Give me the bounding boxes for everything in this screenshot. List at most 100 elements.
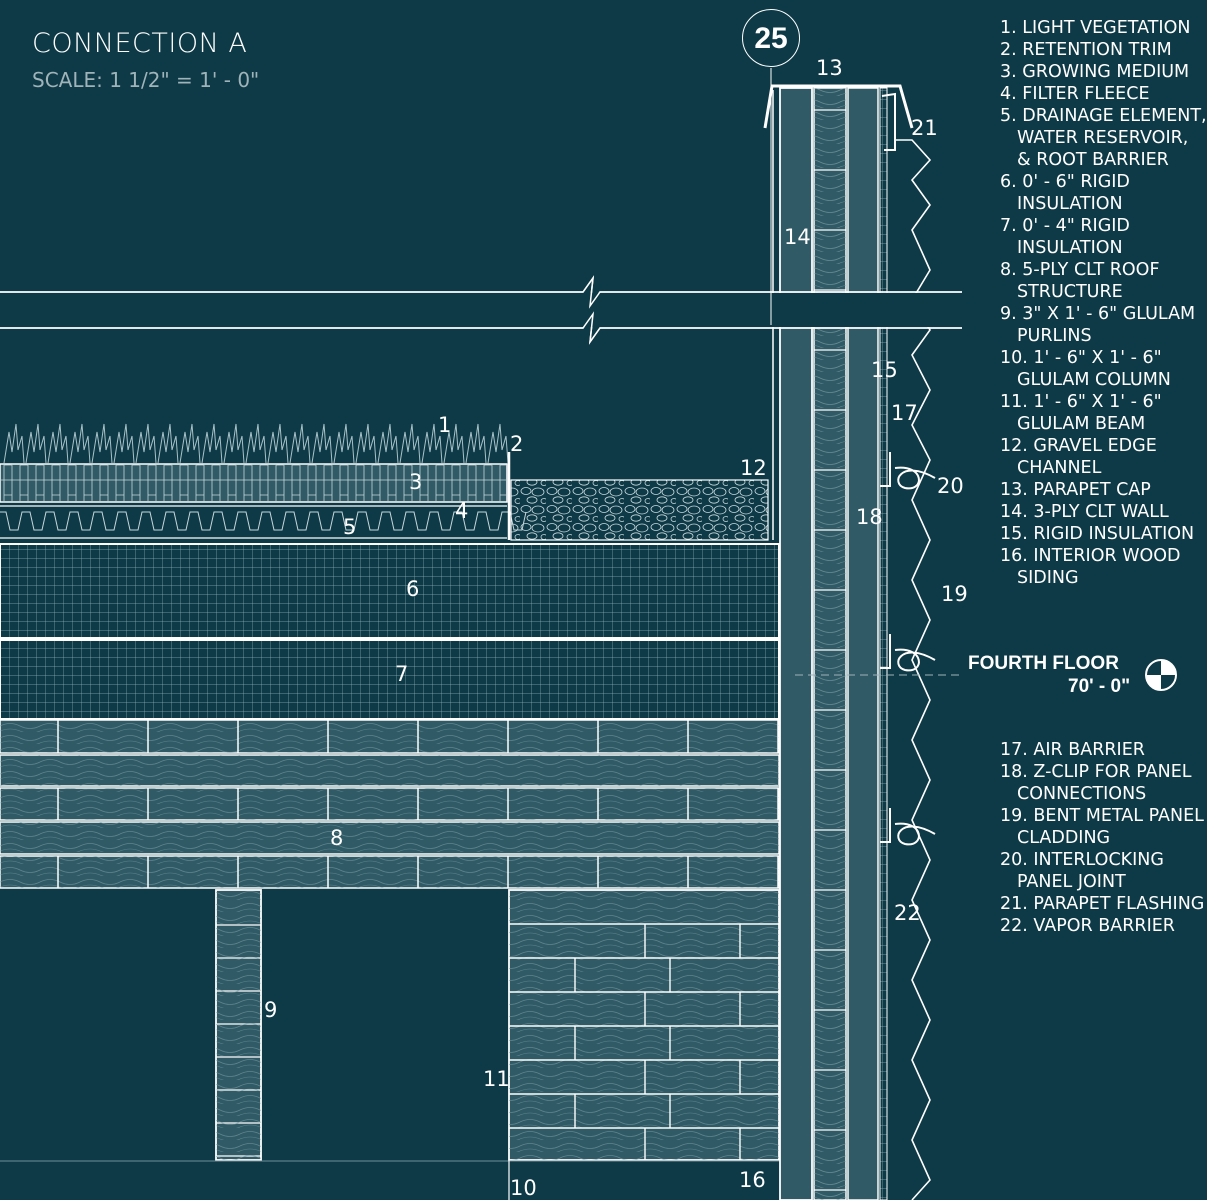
z-clip bbox=[880, 808, 891, 843]
legend-item: 3. GROWING MEDIUM bbox=[1000, 62, 1190, 82]
grass-blade bbox=[377, 423, 399, 464]
grass-blade bbox=[223, 423, 245, 464]
clt-roof-ply-grain bbox=[0, 856, 779, 888]
callout-16: 16 bbox=[739, 1168, 766, 1192]
legend-item: & ROOT BARRIER bbox=[1017, 150, 1169, 170]
legend-item: 1. LIGHT VEGETATION bbox=[1000, 18, 1191, 38]
parapet-cap bbox=[763, 84, 914, 129]
callout-12: 12 bbox=[740, 456, 767, 480]
legend-item: 12. GRAVEL EDGE bbox=[1000, 436, 1157, 456]
legend-item: WATER RESERVOIR, bbox=[1017, 128, 1189, 148]
purlin-grain bbox=[216, 890, 261, 1160]
legend-item: 8. 5-PLY CLT ROOF bbox=[1000, 260, 1160, 280]
legend-item: GLULAM BEAM bbox=[1017, 414, 1146, 434]
glulam-beam-grain bbox=[509, 890, 779, 1160]
grass-blade bbox=[465, 423, 487, 464]
grass-blade bbox=[443, 423, 465, 464]
grass-blade bbox=[421, 423, 443, 464]
legend-item: SIDING bbox=[1017, 568, 1079, 588]
clt-wall-grain bbox=[814, 88, 846, 1200]
callout-5: 5 bbox=[343, 515, 357, 539]
grass-blade bbox=[201, 423, 223, 464]
bent-metal-panel-cladding bbox=[895, 139, 932, 1200]
clt-roof-ply-grain bbox=[0, 755, 779, 786]
callout-18: 18 bbox=[856, 505, 883, 529]
clt-roof-ply-grain bbox=[0, 788, 779, 820]
level-name: FOURTH FLOOR bbox=[968, 653, 1119, 674]
legend-item: 10. 1' - 6" X 1' - 6" bbox=[1000, 348, 1162, 368]
legend-item: 15. RIGID INSULATION bbox=[1000, 524, 1195, 544]
grass-blade bbox=[47, 423, 69, 464]
grass-blade bbox=[399, 423, 421, 464]
legend-item: 13. PARAPET CAP bbox=[1000, 480, 1151, 500]
drainage-element bbox=[0, 511, 527, 531]
callout-1: 1 bbox=[438, 413, 452, 437]
legend-item: INSULATION bbox=[1017, 194, 1123, 214]
legend-item: 20. INTERLOCKING bbox=[1000, 850, 1164, 870]
callout-11: 11 bbox=[483, 1067, 510, 1091]
level-marker-quadrant bbox=[1146, 675, 1161, 690]
air-barrier bbox=[879, 87, 888, 1200]
z-clip bbox=[880, 634, 891, 669]
legend-item: 11. 1' - 6" X 1' - 6" bbox=[1000, 392, 1162, 412]
level-elevation: 70' - 0" bbox=[1068, 676, 1131, 697]
detail-bubble: 25 bbox=[742, 9, 800, 67]
parapet-flashing bbox=[881, 92, 896, 151]
grass-blade bbox=[333, 423, 355, 464]
interlocking-panel-joint bbox=[894, 648, 936, 672]
grass-blade bbox=[157, 423, 179, 464]
callout-4: 4 bbox=[455, 499, 469, 523]
legend-item: 9. 3" X 1' - 6" GLULAM bbox=[1000, 304, 1196, 324]
light-vegetation bbox=[3, 423, 509, 464]
callout-10: 10 bbox=[510, 1176, 537, 1200]
legend-item: 6. 0' - 6" RIGID bbox=[1000, 172, 1130, 192]
callout-9: 9 bbox=[264, 998, 278, 1022]
grass-blade bbox=[487, 423, 509, 464]
callout-22: 22 bbox=[894, 901, 921, 925]
rigid-insulation-6in bbox=[0, 543, 780, 639]
callout-15: 15 bbox=[871, 358, 898, 382]
legend-item: CLADDING bbox=[1017, 828, 1111, 848]
callout-6: 6 bbox=[406, 577, 420, 601]
grass-blade bbox=[179, 423, 201, 464]
clt-roof-ply-grain bbox=[0, 822, 779, 854]
legend-item: 19. BENT METAL PANEL bbox=[1000, 806, 1204, 826]
grass-blade bbox=[355, 423, 377, 464]
callout-14: 14 bbox=[784, 225, 811, 249]
legend-item: PURLINS bbox=[1017, 326, 1092, 346]
level-marker-icon bbox=[1145, 659, 1177, 691]
rigid-insulation-wall bbox=[847, 87, 879, 1200]
legend-item: 22. VAPOR BARRIER bbox=[1000, 916, 1175, 936]
break-gap bbox=[0, 293, 962, 327]
drawing-scale: SCALE: 1 1/2" = 1' - 0" bbox=[32, 68, 260, 92]
legend-item: PANEL JOINT bbox=[1017, 872, 1126, 892]
grass-blade bbox=[69, 423, 91, 464]
gravel-edge-channel bbox=[510, 479, 769, 541]
grass-blade bbox=[311, 423, 333, 464]
legend-item: 7. 0' - 4" RIGID bbox=[1000, 216, 1130, 236]
z-clip bbox=[880, 452, 891, 487]
callout-8: 8 bbox=[330, 826, 344, 850]
legend-item: 16. INTERIOR WOOD bbox=[1000, 546, 1181, 566]
break-line-top-stroke bbox=[0, 275, 962, 309]
interlocking-panel-joint bbox=[894, 466, 936, 490]
legend-item: CHANNEL bbox=[1017, 458, 1102, 478]
legend-item: CONNECTIONS bbox=[1017, 784, 1147, 804]
legend-item: STRUCTURE bbox=[1017, 282, 1123, 302]
grass-blade bbox=[25, 423, 47, 464]
callout-2: 2 bbox=[510, 432, 524, 456]
grass-blade bbox=[135, 423, 157, 464]
callout-20: 20 bbox=[937, 474, 964, 498]
legend-item: 18. Z-CLIP FOR PANEL bbox=[1000, 762, 1192, 782]
legend-item: 21. PARAPET FLASHING bbox=[1000, 894, 1205, 914]
callout-21: 21 bbox=[911, 116, 938, 140]
grass-blade bbox=[267, 423, 289, 464]
grass-blade bbox=[3, 423, 25, 464]
legend-item: 2. RETENTION TRIM bbox=[1000, 40, 1172, 60]
legend-item: 17. AIR BARRIER bbox=[1000, 740, 1145, 760]
legend-item: 5. DRAINAGE ELEMENT, bbox=[1000, 106, 1207, 126]
